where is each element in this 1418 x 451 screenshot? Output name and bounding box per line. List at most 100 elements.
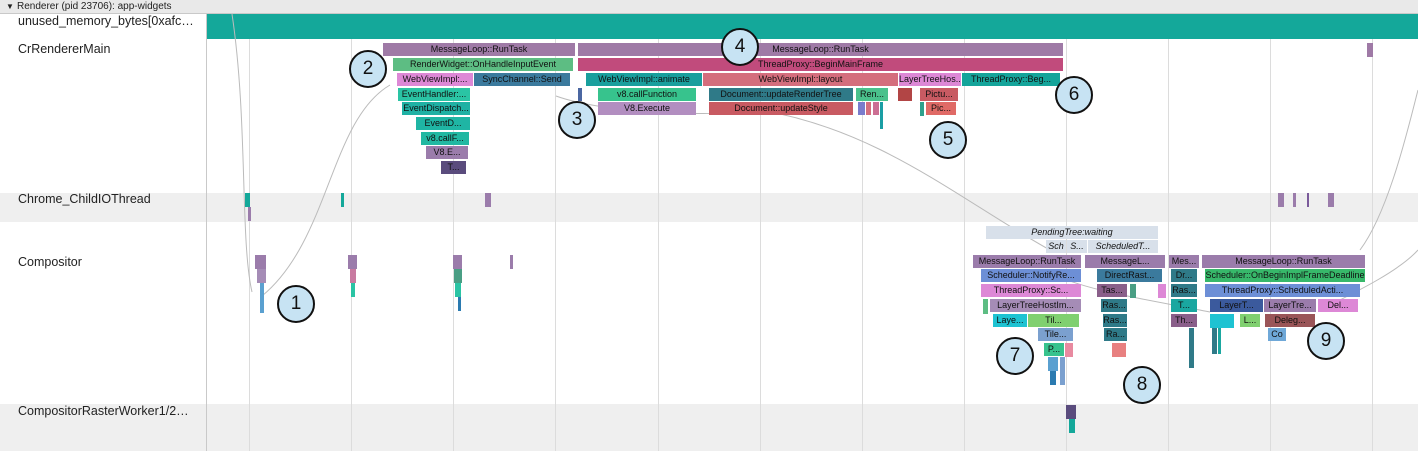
- raster-slice[interactable]: [1069, 419, 1075, 433]
- small-slice[interactable]: [1130, 284, 1136, 298]
- slice-threadproxy-beg[interactable]: ThreadProxy::Beg...: [962, 73, 1060, 86]
- small-slice[interactable]: [1060, 357, 1065, 385]
- slice-tas[interactable]: Tas...: [1097, 284, 1127, 297]
- small-slice[interactable]: [1189, 328, 1194, 368]
- io-slice[interactable]: [1278, 193, 1284, 207]
- slice-v8-e[interactable]: V8.E...: [426, 146, 468, 159]
- small-slice[interactable]: [873, 102, 879, 115]
- compositor-slice[interactable]: [458, 297, 461, 311]
- slice-ren[interactable]: Ren...: [856, 88, 888, 101]
- raster-slice[interactable]: [1066, 405, 1076, 419]
- slice-sch[interactable]: Sch: [1046, 240, 1066, 253]
- collapse-triangle-icon[interactable]: ▼: [6, 2, 14, 11]
- compositor-slice[interactable]: [257, 269, 266, 283]
- memory-counter-bar[interactable]: [207, 14, 1418, 39]
- io-slice[interactable]: [1307, 193, 1309, 207]
- slice-s[interactable]: S...: [1067, 240, 1087, 253]
- io-slice[interactable]: [341, 193, 344, 207]
- slice-deleg[interactable]: Deleg...: [1265, 314, 1315, 327]
- slice-laye[interactable]: Laye...: [993, 314, 1027, 327]
- slice-layert[interactable]: LayerT...: [1210, 299, 1263, 312]
- slice-threadproxy-sc[interactable]: ThreadProxy::Sc...: [981, 284, 1081, 297]
- slice-messageloop-runtask[interactable]: MessageLoop::RunTask: [578, 43, 1063, 56]
- slice-syncchannel-send[interactable]: SyncChannel::Send: [474, 73, 570, 86]
- slice-messageloop-runtask[interactable]: MessageLoop::RunTask: [383, 43, 575, 56]
- slice-v8-callfunction[interactable]: v8.callFunction: [598, 88, 696, 101]
- compositor-slice[interactable]: [255, 255, 266, 269]
- compositor-slice[interactable]: [350, 269, 356, 283]
- slice-scheduler-onbeginimplframedeadline[interactable]: Scheduler::OnBeginImplFrameDeadline: [1205, 269, 1365, 282]
- compositor-slice[interactable]: [510, 255, 513, 269]
- compositor-slice[interactable]: [454, 269, 462, 283]
- slice-webviewimpl[interactable]: WebViewImpl:...: [397, 73, 473, 86]
- small-slice[interactable]: [920, 102, 924, 116]
- track-label-memory[interactable]: unused_memory_bytes[0xafc…: [18, 14, 194, 28]
- io-slice[interactable]: [1328, 193, 1334, 207]
- slice-mes[interactable]: Mes...: [1169, 255, 1199, 268]
- slice-ras[interactable]: Ras...: [1103, 314, 1127, 327]
- io-slice[interactable]: [245, 193, 250, 207]
- slice-t[interactable]: T...: [441, 161, 466, 174]
- slice-l[interactable]: L...: [1240, 314, 1260, 327]
- slice-document-updatestyle[interactable]: Document::updateStyle: [709, 102, 853, 115]
- slice-messagel[interactable]: MessageL...: [1085, 255, 1165, 268]
- slice-pic[interactable]: Pic...: [926, 102, 956, 115]
- slice-document-updaterendertree[interactable]: Document::updateRenderTree: [709, 88, 853, 101]
- slice-v8-execute[interactable]: V8.Execute: [598, 102, 696, 115]
- slice-renderwidget-onhandleinputevent[interactable]: RenderWidget::OnHandleInputEvent: [393, 58, 573, 71]
- slice-th[interactable]: Th...: [1171, 314, 1197, 327]
- small-slice[interactable]: [1212, 328, 1217, 354]
- slice-directrast[interactable]: DirectRast...: [1097, 269, 1162, 282]
- compositor-slice[interactable]: [453, 255, 462, 269]
- slice-dr[interactable]: Dr...: [1171, 269, 1197, 282]
- slice-eventd[interactable]: EventD...: [416, 117, 470, 130]
- small-slice[interactable]: [866, 102, 871, 115]
- small-slice[interactable]: [898, 88, 912, 101]
- small-slice[interactable]: [1048, 357, 1058, 371]
- slice-webviewimpl-layout[interactable]: WebViewImpl::layout: [703, 73, 898, 86]
- slice-layertreehostim[interactable]: LayerTreeHostIm...: [990, 299, 1081, 312]
- compositor-slice[interactable]: [260, 283, 264, 313]
- track-label-io[interactable]: Chrome_ChildIOThread: [18, 192, 151, 206]
- slice-ra[interactable]: Ra...: [1104, 328, 1127, 341]
- slice-ras[interactable]: Ras...: [1101, 299, 1127, 312]
- compositor-slice[interactable]: [351, 283, 355, 297]
- slice-layertreehost[interactable]: LayerTreeHos...: [899, 73, 961, 86]
- slice-scheduledt[interactable]: ScheduledT...: [1088, 240, 1158, 253]
- slice-co[interactable]: Co: [1268, 328, 1286, 341]
- slice-threadproxy-scheduledacti[interactable]: ThreadProxy::ScheduledActi...: [1205, 284, 1360, 297]
- slice-t[interactable]: T...: [1171, 299, 1197, 312]
- small-slice[interactable]: [880, 102, 883, 129]
- small-slice[interactable]: [1210, 314, 1234, 328]
- slice-messageloop-runtask[interactable]: MessageLoop::RunTask: [1202, 255, 1365, 268]
- slice-tile[interactable]: Tile...: [1038, 328, 1073, 341]
- slice-til[interactable]: Til...: [1028, 314, 1079, 327]
- slice-del[interactable]: Del...: [1318, 299, 1358, 312]
- slice-webviewimpl-animate[interactable]: WebViewImpl::animate: [586, 73, 702, 86]
- compositor-slice[interactable]: [455, 283, 461, 297]
- small-slice[interactable]: [1367, 43, 1373, 57]
- io-slice[interactable]: [248, 207, 251, 221]
- slice-eventhandler[interactable]: EventHandler:...: [398, 88, 470, 101]
- slice-eventdispatch[interactable]: EventDispatch...: [402, 102, 470, 115]
- process-header[interactable]: ▼ Renderer (pid 23706): app-widgets: [0, 0, 1418, 14]
- compositor-slice[interactable]: [348, 255, 357, 269]
- slice-pictu[interactable]: Pictu...: [920, 88, 958, 101]
- slice-ras[interactable]: Ras...: [1171, 284, 1197, 297]
- small-slice[interactable]: [1050, 371, 1056, 385]
- small-slice[interactable]: [1218, 328, 1221, 354]
- small-slice[interactable]: [1065, 343, 1073, 357]
- slice-v8-callf[interactable]: v8.callF...: [421, 132, 469, 145]
- small-slice[interactable]: [858, 102, 865, 115]
- small-slice[interactable]: [1112, 343, 1126, 357]
- slice-pendingtree-waiting[interactable]: PendingTree:waiting: [986, 226, 1158, 239]
- io-slice[interactable]: [485, 193, 491, 207]
- slice-scheduler-notifyre[interactable]: Scheduler::NotifyRe...: [981, 269, 1081, 282]
- track-label-raster[interactable]: CompositorRasterWorker1/2…: [18, 404, 189, 418]
- small-slice[interactable]: [983, 299, 988, 314]
- track-label-main[interactable]: CrRendererMain: [18, 42, 111, 56]
- io-slice[interactable]: [1293, 193, 1296, 207]
- small-slice[interactable]: [578, 88, 582, 101]
- slice-threadproxy-beginmainframe[interactable]: ThreadProxy::BeginMainFrame: [578, 58, 1063, 71]
- slice-messageloop-runtask[interactable]: MessageLoop::RunTask: [973, 255, 1081, 268]
